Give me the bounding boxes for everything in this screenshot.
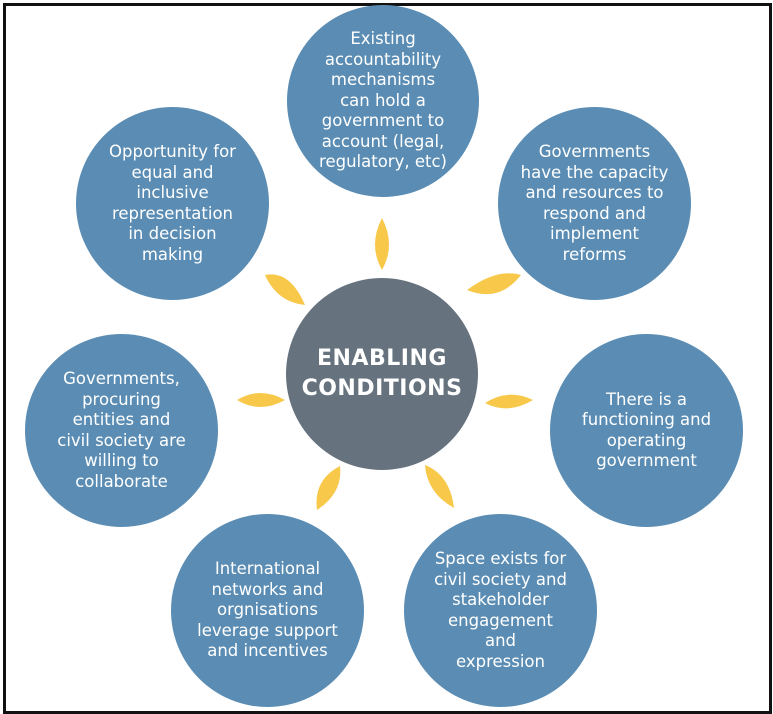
condition-label: Space exists for civil society and stake… bbox=[434, 549, 567, 671]
condition-government-capacity: Governments have the capacity and resour… bbox=[498, 107, 691, 300]
petal-lower-left bbox=[316, 466, 341, 510]
petal-left bbox=[237, 393, 285, 407]
petal-lower-right bbox=[425, 465, 454, 508]
condition-label: Existing accountability mechanisms can h… bbox=[319, 29, 447, 172]
condition-label: International networks and orgnisations … bbox=[197, 559, 338, 661]
condition-label: There is a functioning and operating gov… bbox=[581, 389, 712, 471]
petal-top bbox=[375, 218, 389, 270]
condition-civil-society-space: Space exists for civil society and stake… bbox=[404, 514, 597, 707]
condition-functioning-government: There is a functioning and operating gov… bbox=[550, 334, 743, 527]
condition-label: Opportunity for equal and inclusive repr… bbox=[109, 142, 236, 264]
condition-international-networks: International networks and orgnisations … bbox=[171, 514, 364, 707]
petal-upper-left bbox=[265, 274, 305, 305]
condition-label: Governments have the capacity and resour… bbox=[520, 142, 669, 264]
condition-label: Governments, procuring entities and civi… bbox=[57, 369, 186, 491]
center-enabling-conditions: ENABLING CONDITIONS bbox=[286, 278, 478, 470]
condition-inclusive-representation: Opportunity for equal and inclusive repr… bbox=[76, 107, 269, 300]
center-label: ENABLING CONDITIONS bbox=[301, 346, 463, 401]
condition-willing-to-collaborate: Governments, procuring entities and civi… bbox=[25, 334, 218, 527]
condition-accountability-mechanisms: Existing accountability mechanisms can h… bbox=[287, 5, 479, 197]
petal-right bbox=[485, 394, 533, 409]
petal-upper-right bbox=[467, 273, 521, 295]
